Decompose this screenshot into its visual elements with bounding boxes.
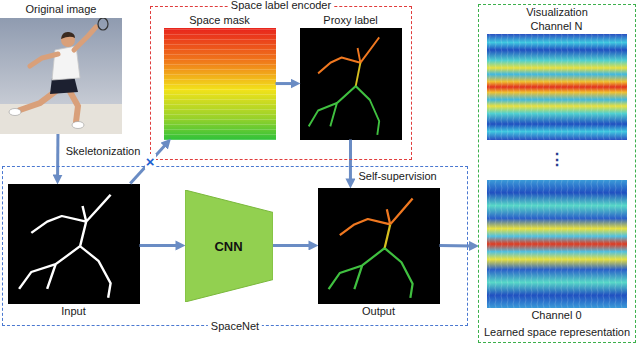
arrow-connector <box>349 140 352 183</box>
edge-label: Skeletonization <box>64 145 143 158</box>
proxy-image <box>300 28 402 140</box>
node-label: Output <box>362 305 395 318</box>
node-label: Space mask <box>189 14 250 27</box>
image-panel: Proxy label <box>300 14 402 140</box>
image-panel: Channel N <box>487 20 627 140</box>
image-panel: Input <box>8 184 140 318</box>
region-title: Space label encoder <box>228 0 334 12</box>
output-skeleton <box>329 198 413 297</box>
space-mask-image <box>164 28 276 140</box>
input-skeleton <box>19 195 111 298</box>
node-label: Channel N <box>531 20 583 33</box>
arrow-connector <box>56 134 59 179</box>
trapezoid-outline <box>185 190 273 302</box>
region-title: SpaceNet <box>208 320 262 333</box>
channel-texture <box>487 34 627 140</box>
node-label: Original image <box>26 3 97 16</box>
channel-texture <box>487 180 627 308</box>
cnn-block: CNN <box>185 190 273 302</box>
edge-label: × <box>145 154 156 169</box>
mask-bands <box>164 28 276 140</box>
edge-label: Self-supervision <box>356 170 438 183</box>
region-box: VisualizationLearned space representatio… <box>478 4 636 343</box>
tennis-photo <box>0 18 122 134</box>
node-label: Input <box>61 305 85 318</box>
image-panel: Space mask <box>164 14 276 140</box>
node-label: Channel 0 <box>531 309 581 322</box>
arrow-connector <box>140 244 180 247</box>
region-box: SpaceNetInputCNNOutput <box>2 166 468 326</box>
ellipsis-mark: ⋮ <box>549 152 565 168</box>
arrow-connector <box>276 82 295 85</box>
node-label: CNN <box>214 239 242 252</box>
region-box: Space label encoderSpace maskProxy label <box>150 6 412 160</box>
region-title: Visualization <box>526 6 588 19</box>
region-title: Learned space representation <box>484 326 630 339</box>
image-panel: Output <box>318 188 440 318</box>
channel-image <box>487 180 627 308</box>
input-image <box>8 184 140 304</box>
image-panel: Original image <box>0 3 122 134</box>
proxy-skeleton <box>309 37 380 135</box>
node-label: Proxy label <box>323 14 377 27</box>
channel-image <box>487 34 627 140</box>
arrow-connector <box>273 244 313 247</box>
image-panel: Channel 0 <box>487 180 627 322</box>
output-image <box>318 188 440 304</box>
